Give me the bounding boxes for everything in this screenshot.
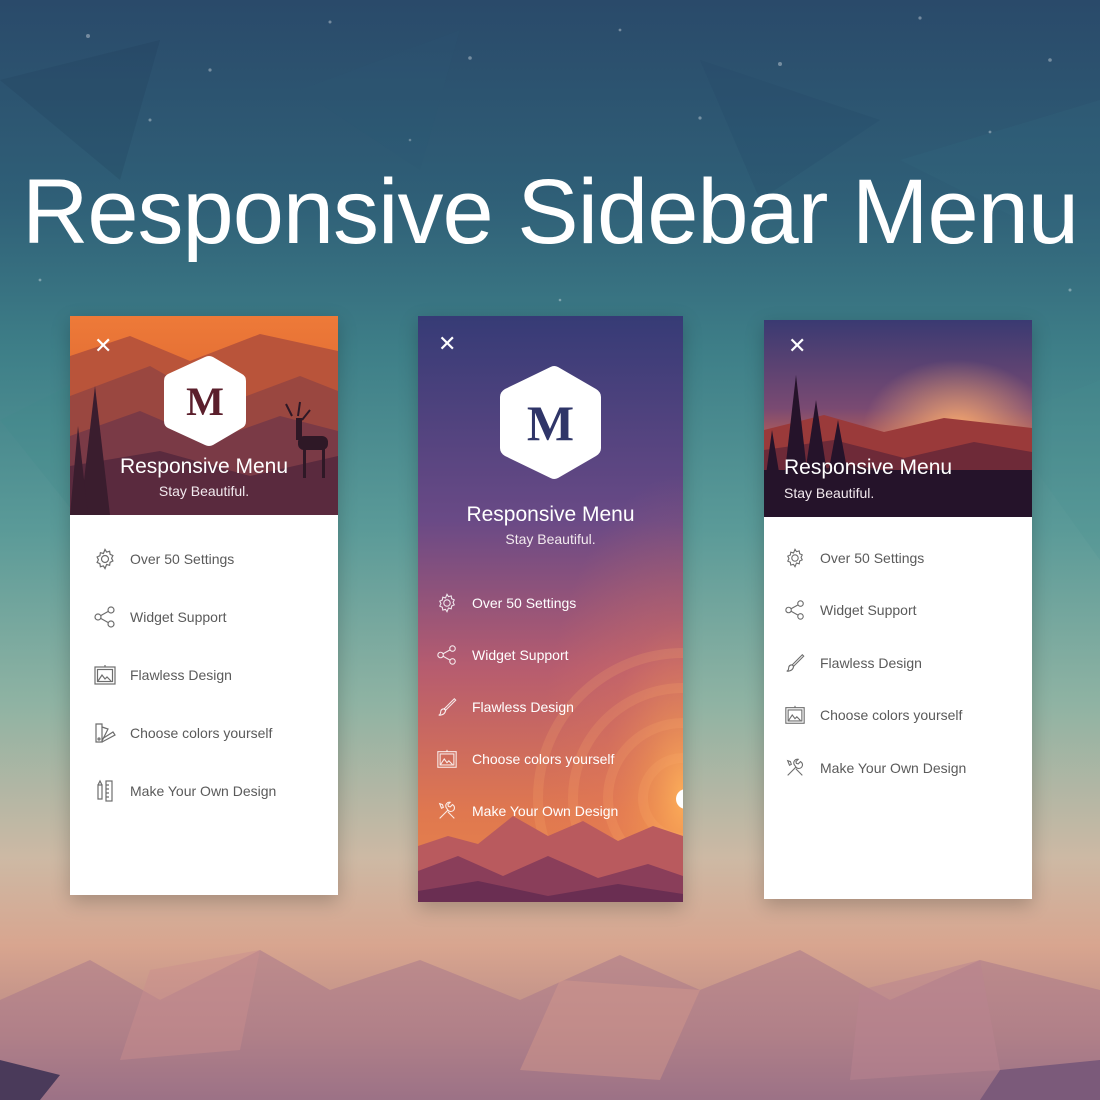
menu-item-label: Choose colors yourself bbox=[820, 707, 963, 723]
ruler-pencil-icon bbox=[92, 778, 118, 804]
menu-item-label: Make Your Own Design bbox=[472, 803, 619, 819]
menu-subtitle: Stay Beautiful. bbox=[158, 483, 250, 499]
share-icon bbox=[782, 597, 808, 623]
picture-icon bbox=[434, 746, 460, 772]
menu-item-settings[interactable]: Over 50 Settings bbox=[782, 545, 924, 571]
menu-item-colors[interactable]: Choose colors yourself bbox=[434, 746, 614, 772]
color-swatch-icon bbox=[92, 720, 118, 746]
sidebar-panel-3: ✕ Responsive Menu Stay Beautiful. Over 5… bbox=[764, 320, 1032, 899]
panel-3-header: ✕ Responsive Menu Stay Beautiful. bbox=[764, 320, 1032, 517]
tools-icon bbox=[782, 755, 808, 781]
menu-subtitle: Stay Beautiful. bbox=[505, 531, 596, 547]
hexagon-logo-shape bbox=[164, 356, 246, 446]
menu-item-label: Flawless Design bbox=[472, 699, 574, 715]
sidebar-panel-1: ✕ M Responsive Menu Stay Beautiful. Over… bbox=[70, 316, 338, 895]
menu-item-label: Make Your Own Design bbox=[130, 783, 277, 799]
menu-item-design[interactable]: Flawless Design bbox=[434, 694, 574, 720]
gear-icon bbox=[92, 546, 118, 572]
menu-item-label: Over 50 Settings bbox=[130, 551, 235, 567]
logo-badge: M bbox=[497, 364, 604, 481]
page-title: Responsive Sidebar Menu bbox=[21, 161, 1079, 263]
brush-icon bbox=[782, 650, 808, 676]
menu-item-label: Choose colors yourself bbox=[130, 725, 273, 741]
menu-item-design[interactable]: Flawless Design bbox=[782, 650, 922, 676]
menu-item-label: Choose colors yourself bbox=[472, 751, 615, 767]
menu-item-own-design[interactable]: Make Your Own Design bbox=[782, 755, 966, 781]
menu-item-widgets[interactable]: Widget Support bbox=[92, 604, 227, 630]
close-icon[interactable]: ✕ bbox=[788, 334, 807, 359]
menu-item-label: Over 50 Settings bbox=[820, 550, 925, 566]
menu-item-label: Over 50 Settings bbox=[472, 595, 577, 611]
brush-icon bbox=[434, 694, 460, 720]
menu-item-colors[interactable]: Choose colors yourself bbox=[782, 702, 962, 728]
close-icon[interactable]: ✕ bbox=[438, 332, 457, 357]
menu-item-label: Flawless Design bbox=[820, 655, 922, 671]
menu-item-design[interactable]: Flawless Design bbox=[92, 662, 232, 688]
panel-1-header: ✕ M Responsive Menu Stay Beautiful. bbox=[70, 316, 338, 515]
menu-item-label: Widget Support bbox=[472, 647, 569, 663]
menu-item-own-design[interactable]: Make Your Own Design bbox=[434, 798, 618, 824]
menu-item-label: Make Your Own Design bbox=[820, 760, 967, 776]
panel-3-header-landscape bbox=[764, 320, 1032, 517]
menu-item-settings[interactable]: Over 50 Settings bbox=[434, 590, 576, 616]
hexagon-logo-shape bbox=[500, 366, 601, 479]
logo-badge: M bbox=[162, 354, 248, 448]
menu-title: Responsive Menu bbox=[119, 455, 289, 478]
logo-letter: M bbox=[186, 378, 224, 424]
menu-item-settings[interactable]: Over 50 Settings bbox=[92, 546, 234, 572]
gear-icon bbox=[782, 545, 808, 571]
logo-letter: M bbox=[526, 394, 575, 451]
menu-item-widgets[interactable]: Widget Support bbox=[782, 597, 917, 623]
menu-item-colors[interactable]: Choose colors yourself bbox=[92, 720, 272, 746]
gear-icon bbox=[434, 590, 460, 616]
menu-item-label: Widget Support bbox=[820, 602, 917, 618]
menu-item-own-design[interactable]: Make Your Own Design bbox=[92, 778, 276, 804]
menu-title: Responsive Menu bbox=[466, 503, 635, 526]
menu-item-widgets[interactable]: Widget Support bbox=[434, 642, 569, 668]
tools-icon bbox=[434, 798, 460, 824]
picture-icon bbox=[782, 702, 808, 728]
share-icon bbox=[92, 604, 118, 630]
menu-title: Responsive Menu bbox=[784, 456, 953, 479]
menu-item-label: Widget Support bbox=[130, 609, 227, 625]
share-icon bbox=[434, 642, 460, 668]
sidebar-panel-2: ✕ M Responsive Menu Stay Beautiful. Over… bbox=[418, 316, 683, 902]
menu-item-label: Flawless Design bbox=[130, 667, 232, 683]
picture-icon bbox=[92, 662, 118, 688]
close-icon[interactable]: ✕ bbox=[94, 334, 113, 359]
menu-subtitle: Stay Beautiful. bbox=[784, 485, 875, 501]
